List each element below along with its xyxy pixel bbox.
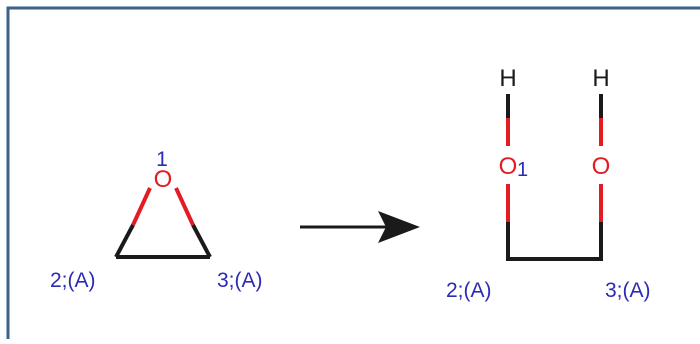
product-oxygen-left: O bbox=[499, 153, 518, 180]
product-carbon-left-label: 2;(A) bbox=[446, 279, 492, 302]
product-hydrogen-right: H bbox=[592, 65, 609, 92]
bond-oxygen-left-black bbox=[114, 224, 135, 258]
bond-oxygen-left-red bbox=[131, 187, 152, 226]
reactant-carbon-left-label: 2;(A) bbox=[50, 269, 96, 292]
product-oxygen-right: O bbox=[592, 153, 611, 180]
product-hydrogen-left: H bbox=[499, 65, 516, 92]
product-diol: H H O 1 O 2;(A) 3;(A) bbox=[446, 65, 651, 302]
bond-oxygen-right-red bbox=[174, 187, 195, 226]
frame-border bbox=[6, 6, 700, 339]
arrow-head bbox=[378, 211, 420, 243]
product-atom-map-1: 1 bbox=[517, 159, 528, 181]
right-arrow-icon bbox=[300, 211, 420, 243]
product-carbon-right-label: 3;(A) bbox=[605, 279, 651, 302]
bond-oxygen-right-black bbox=[191, 224, 212, 258]
reactant-oxygen: O bbox=[154, 166, 173, 193]
reactant-carbon-right-label: 3;(A) bbox=[217, 269, 263, 292]
reactant-epoxide: 1 O 2;(A) 3;(A) bbox=[50, 148, 263, 292]
reactant-atom-map-1: 1 bbox=[156, 148, 168, 171]
